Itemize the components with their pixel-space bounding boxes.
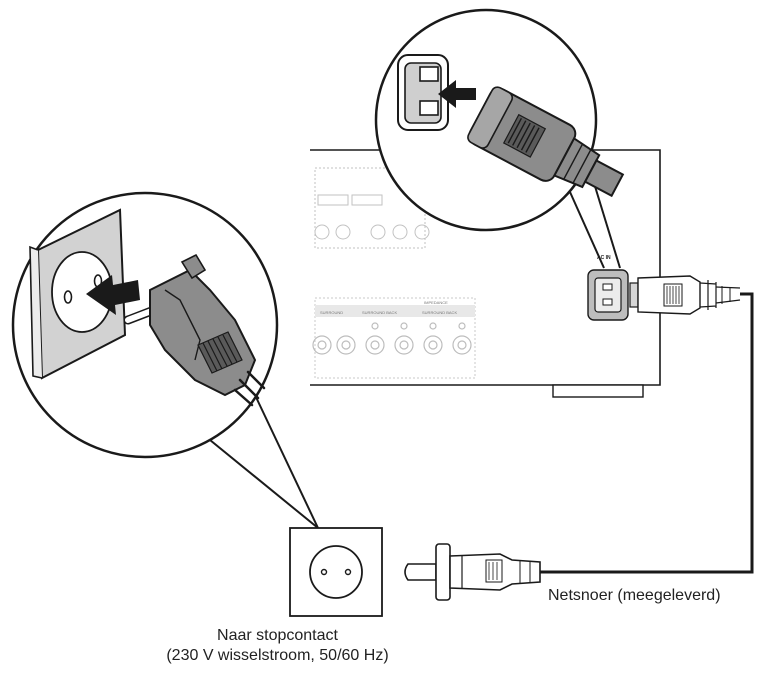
iec-plug-connected: [629, 275, 741, 315]
outlet-caption: Naar stopcontact (230 V wisselstroom, 50…: [0, 626, 555, 666]
ac-inlet: AC IN: [587, 255, 629, 321]
mains-plug: [404, 543, 541, 601]
insert-arrow-icon: [438, 80, 476, 108]
wall-outlet: [289, 527, 383, 617]
outlet-caption-line1: Naar stopcontact: [217, 627, 338, 644]
surround-back-label-1: SURROUND BACK: [362, 310, 397, 315]
ac-in-label: AC IN: [597, 255, 611, 261]
surround-back-label-2: SURROUND BACK: [422, 310, 457, 315]
inlet-zoom-detail: [374, 8, 625, 269]
insert-arrow-icon: [86, 275, 140, 315]
speaker-terminals: SURROUND SURROUND BACK SURROUND BACK IMP…: [312, 297, 476, 379]
power-cord-label: Netsnoer (meegeleverd): [548, 587, 721, 604]
receiver-rear-panel: SURROUND SURROUND BACK SURROUND BACK IMP…: [310, 149, 741, 398]
power-cord: [540, 292, 754, 574]
socket-zoom-detail: [11, 191, 319, 529]
impedance-label: IMPEDANCE: [424, 300, 448, 305]
outlet-caption-line2: (230 V wisselstroom, 50/60 Hz): [166, 647, 389, 664]
surround-label: SURROUND: [320, 310, 343, 315]
